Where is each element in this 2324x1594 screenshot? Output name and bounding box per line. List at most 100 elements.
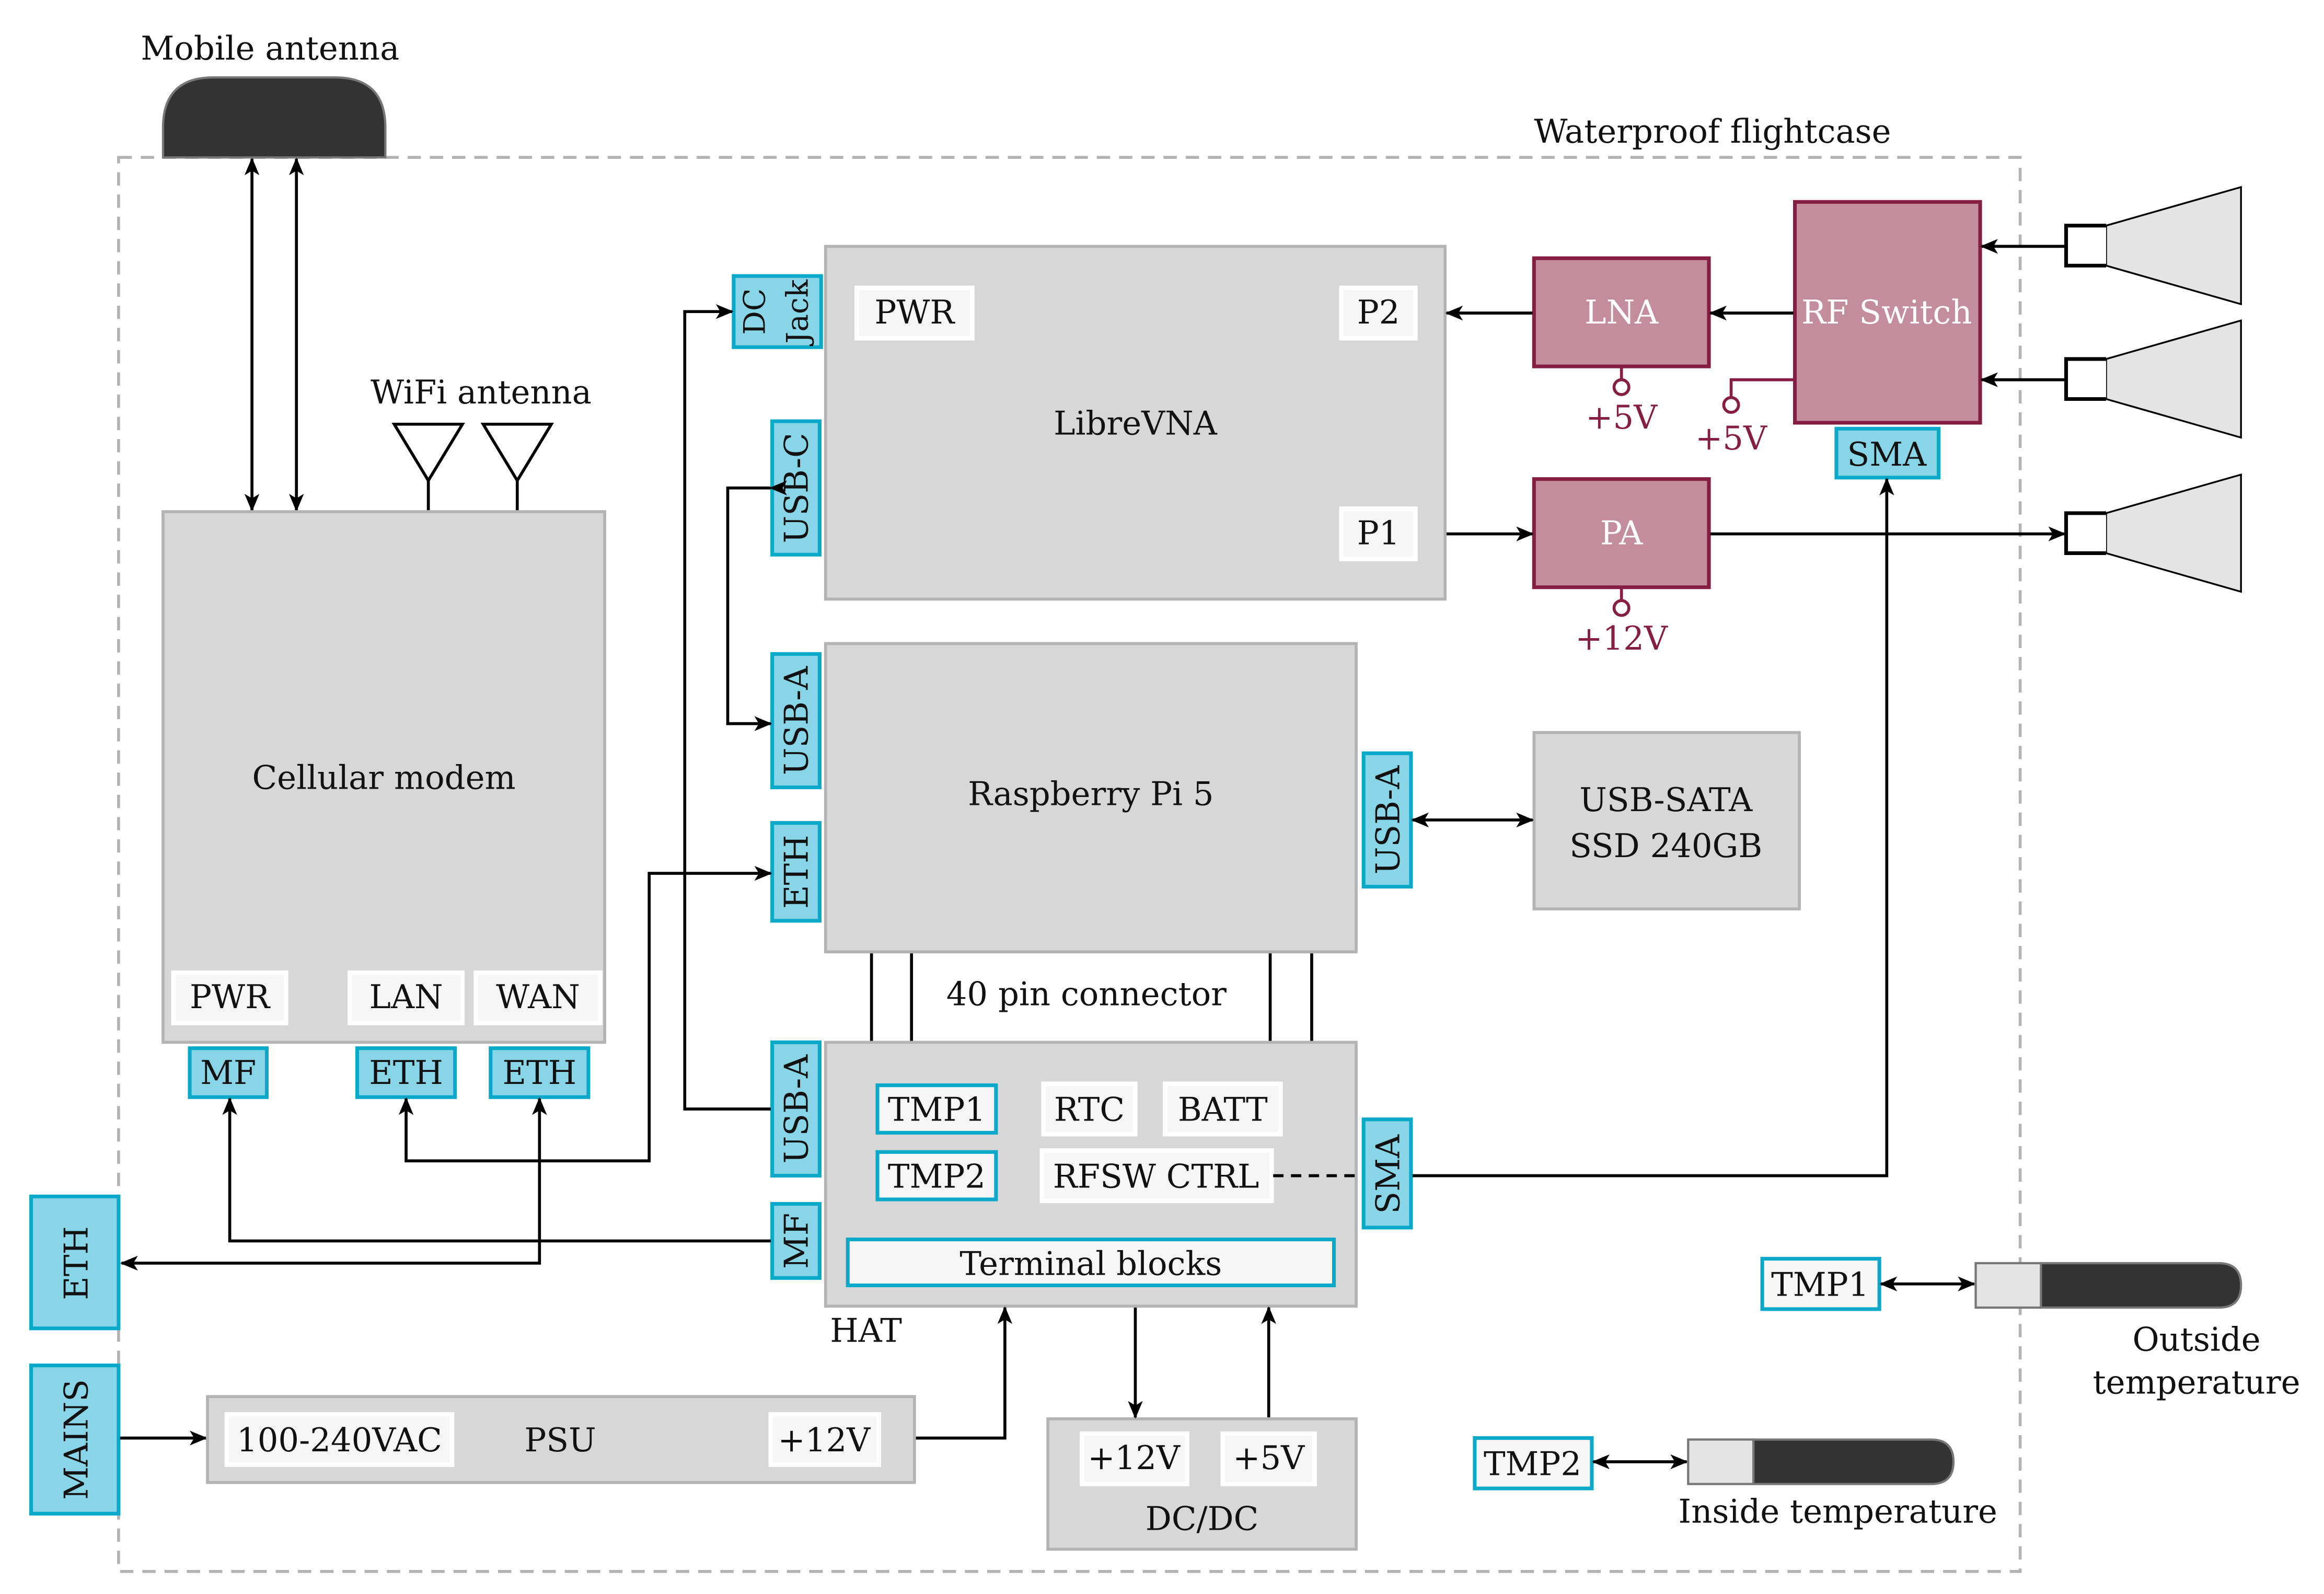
wan-to-external-eth-wire (120, 1097, 547, 1271)
pa-supply (1612, 588, 1631, 617)
dc-jack-label-line2: Jack (781, 279, 815, 346)
hat-port-batt (1162, 1081, 1283, 1137)
rf-switch-connector-sma-label: SMA (1847, 435, 1927, 473)
dcdc-port-12v-label: +12V (1088, 1439, 1181, 1477)
hat-terminal-blocks (846, 1238, 1336, 1288)
cellular-modem-label: Cellular modem (252, 758, 515, 796)
librevna-port-p1 (1339, 506, 1418, 562)
rpi-connector-eth (770, 821, 822, 923)
dc-jack-label-line1: DC (737, 288, 772, 335)
sensor-tmp2-label: TMP2 (1484, 1445, 1581, 1483)
usb-c-to-usb-a-wire (726, 480, 787, 731)
wifi-antenna-icon (391, 422, 554, 511)
dcdc-port-5v (1220, 1431, 1317, 1486)
modem-connector-mf-label: MF (200, 1054, 256, 1092)
ssd-block (1532, 731, 1801, 910)
horn-antenna-rx2-icon (2064, 319, 2242, 439)
flightcase-boundary (117, 156, 2022, 1573)
psu-to-hat-wire (916, 1306, 1013, 1440)
inside-temperature-label: Inside temperature (1679, 1492, 1997, 1530)
librevna-port-p1-label: P1 (1357, 514, 1400, 552)
external-eth-label: ETH (57, 1226, 95, 1300)
librevna-connector-dc-jack (732, 274, 823, 349)
lna-supply-label: +5V (1586, 398, 1658, 436)
raspberry-pi-label: Raspberry Pi 5 (968, 775, 1213, 813)
rf-switch-supply (1722, 378, 1794, 414)
sensor-tmp1 (1760, 1256, 1881, 1311)
librevna-port-pwr-label: PWR (874, 293, 955, 331)
hat-port-tmp1 (875, 1083, 998, 1135)
rf-switch-block (1793, 200, 1982, 425)
hat-port-rtc (1041, 1081, 1138, 1137)
psu-port-12v-label: +12V (778, 1421, 871, 1459)
mains-connector (29, 1364, 121, 1516)
rpi-connector-usb-a-right (1361, 751, 1413, 889)
modem-port-lan-label: LAN (369, 978, 443, 1016)
modem-connector-eth-lan-label: ETH (369, 1054, 443, 1092)
hat-port-batt-label: BATT (1178, 1091, 1268, 1129)
outside-temperature-label-line2: temperature (2093, 1364, 2300, 1402)
hat-mf-to-modem-mf-wire (222, 1097, 771, 1243)
ssd-label-line2: SSD 240GB (1569, 827, 1762, 865)
lna-label: LNA (1585, 293, 1659, 331)
modem-connector-eth-wan-label: ETH (503, 1054, 577, 1092)
hat-sma-to-switch-wire (1412, 477, 1894, 1177)
pa-block (1532, 477, 1711, 590)
sensor-tmp1-label: TMP1 (1771, 1265, 1869, 1303)
horn-antenna-tx-icon (2064, 473, 2242, 593)
dcdc-port-5v-label: +5V (1233, 1439, 1305, 1477)
hat-connector-mf-label: MF (778, 1213, 816, 1269)
hat-connector-mf (770, 1202, 822, 1280)
hat-label: HAT (830, 1311, 902, 1349)
hat-port-rtc-label: RTC (1054, 1091, 1125, 1129)
librevna-label: LibreVNA (1054, 405, 1218, 443)
hat-connector-usb-a (770, 1040, 822, 1178)
librevna-connector-usb-c-label: USB-C (778, 433, 816, 543)
pa-supply-label: +12V (1575, 619, 1668, 657)
psu-port-12v (768, 1412, 882, 1467)
mobile-antenna-label: Mobile antenna (141, 29, 399, 67)
external-eth-connector (29, 1194, 121, 1331)
hat-connector-sma (1361, 1117, 1413, 1230)
librevna-port-p2-label: P2 (1357, 293, 1400, 331)
outside-temperature-label-line1: Outside (2133, 1320, 2261, 1358)
librevna-port-p2 (1339, 285, 1418, 341)
inside-temperature-probe-icon (1687, 1438, 1955, 1485)
hat-terminal-blocks-label: Terminal blocks (959, 1245, 1222, 1283)
hat-port-tmp2-label: TMP2 (888, 1157, 986, 1195)
psu-label: PSU (524, 1421, 596, 1459)
hat-port-rfsw-ctrl-label: RFSW CTRL (1053, 1157, 1259, 1195)
pa-label: PA (1600, 514, 1643, 552)
modem-port-wan-label: WAN (496, 978, 580, 1016)
raspberry-pi-block (824, 642, 1358, 954)
lna-block (1532, 256, 1711, 368)
librevna-port-pwr (854, 285, 975, 341)
hat-port-rfsw-ctrl (1039, 1148, 1274, 1204)
mains-label: MAINS (57, 1379, 95, 1500)
hat-connector-usb-a-label: USB-A (778, 1054, 816, 1163)
pin-connector-label: 40 pin connector (946, 975, 1227, 1013)
sensor-tmp2 (1473, 1436, 1594, 1491)
rpi-connector-eth-label: ETH (778, 835, 816, 909)
modem-port-pwr-label: PWR (190, 978, 271, 1016)
psu-port-ac (224, 1412, 455, 1467)
dcdc-label: DC/DC (1146, 1499, 1258, 1538)
rf-switch-label: RF Switch (1801, 293, 1972, 331)
rf-switch-supply-label: +5V (1695, 419, 1767, 457)
pin-connector-lines (870, 953, 1313, 1043)
psu-port-ac-label: 100-240VAC (237, 1421, 442, 1459)
lna-supply (1612, 367, 1631, 396)
flightcase-label: Waterproof flightcase (1534, 112, 1891, 151)
hat-port-tmp2 (875, 1150, 998, 1202)
rpi-connector-usb-a-left-label: USB-A (778, 666, 816, 775)
mobile-antenna-icon (161, 76, 387, 159)
dcdc-port-12v (1080, 1431, 1189, 1486)
wifi-antenna-label: WiFi antenna (371, 373, 592, 411)
outside-temperature-probe-icon (1974, 1262, 2242, 1309)
hat-connector-sma-label: SMA (1369, 1134, 1407, 1214)
ssd-label-line1: USB-SATA (1579, 781, 1753, 819)
hat-port-tmp1-label: TMP1 (888, 1091, 986, 1129)
rf-switch-connector-sma (1834, 426, 1941, 480)
rpi-connector-usb-a-right-label: USB-A (1369, 765, 1407, 874)
